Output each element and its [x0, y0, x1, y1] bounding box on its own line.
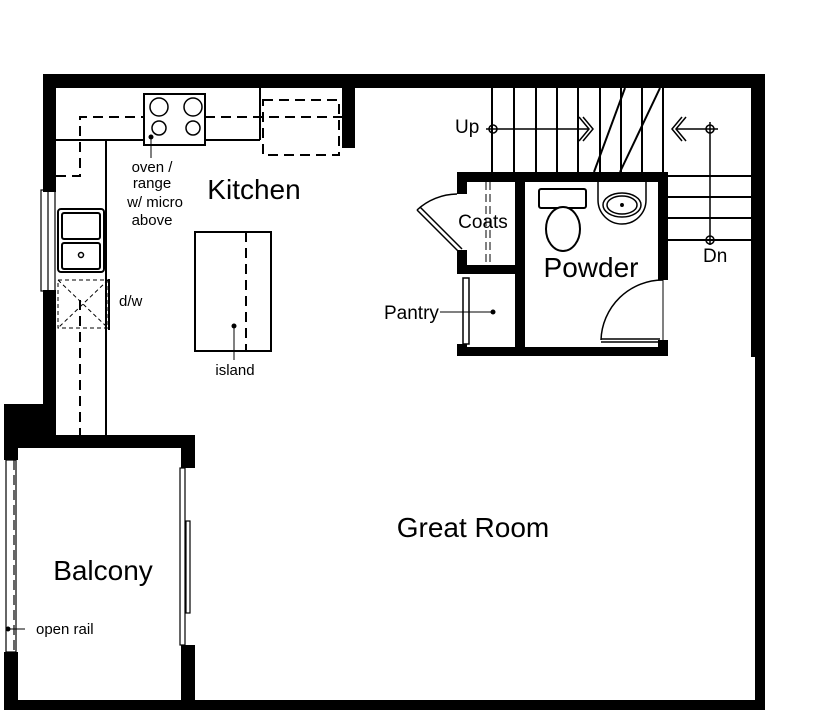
room-label-powder: Powder: [544, 252, 639, 283]
dishwasher-icon: [57, 279, 109, 329]
island-icon: [194, 231, 272, 352]
balcony-slider-door: [179, 467, 191, 646]
stair-up-arrow: [486, 116, 594, 142]
stair-down-arrow: [671, 116, 718, 245]
oven-leader: [148, 134, 154, 158]
pantry-leader: [440, 309, 496, 315]
stair-down-label: Dn: [703, 246, 727, 267]
oven-label-line2: range: [133, 175, 171, 192]
room-label-kitchen: Kitchen: [207, 174, 300, 205]
interior-walls: [457, 172, 668, 356]
room-label-coats: Coats: [458, 212, 508, 233]
island-label: island: [215, 362, 254, 379]
coat-door: [416, 193, 463, 253]
sink-icon: [57, 208, 105, 273]
oven-label-line4: above: [132, 212, 173, 229]
oven-label-line1: oven /: [132, 159, 174, 176]
dishwasher-label: d/w: [119, 293, 143, 310]
stairs: [491, 87, 751, 241]
range-icon: [143, 93, 206, 146]
balcony-rail: [5, 459, 17, 653]
pantry-door: [462, 277, 470, 345]
stair-up-label: Up: [455, 117, 479, 138]
pantry-label: Pantry: [384, 303, 439, 324]
toilet-icon: [538, 188, 587, 252]
island-leader: [231, 323, 237, 360]
open-rail-label: open rail: [36, 621, 94, 638]
room-label-balcony: Balcony: [53, 555, 153, 586]
exterior-walls: [4, 74, 765, 710]
room-label-great-room: Great Room: [397, 512, 550, 543]
vanity-sink-icon: [597, 182, 647, 225]
kitchen-window: [40, 189, 56, 292]
open-rail-leader: [5, 626, 25, 632]
powder-door: [600, 279, 664, 343]
oven-label-line3: w/ micro: [126, 194, 183, 211]
coat-rod: [485, 182, 491, 265]
upper-cabinets: [56, 99, 342, 435]
